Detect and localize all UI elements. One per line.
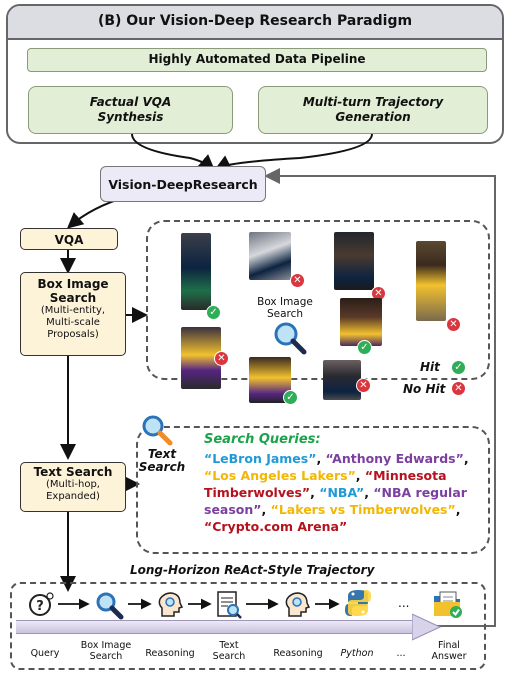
center-label-line1: Box Image	[257, 296, 313, 308]
magnifier-icon	[274, 322, 307, 355]
vqa-label: VQA	[54, 233, 84, 247]
step-label-text: Final	[438, 640, 460, 651]
search-query: “Minnesota Timberwolves”	[204, 468, 447, 500]
text-search-node: Text Search (Multi-hop, Expanded)	[20, 462, 126, 512]
text-search-icon-label: Text Search	[137, 448, 187, 474]
hit-badge: ✓	[357, 340, 372, 355]
step-label-text: Search	[89, 651, 123, 662]
box-search-title-1: Box Image	[37, 277, 109, 291]
magnifier-icon	[94, 590, 124, 620]
timeline-arrow-head	[412, 613, 442, 641]
hit-badge: ✓	[283, 390, 298, 405]
miss-badge: ✕	[290, 273, 305, 288]
legend-hit-label: Hit	[420, 360, 440, 374]
text-search-sub-2: Expanded)	[46, 491, 100, 502]
step-label-text: Text	[219, 640, 239, 651]
svg-text:?: ?	[36, 599, 44, 614]
search-query: “NBA regular season”	[204, 485, 467, 517]
icon-label-line2: Search	[138, 460, 186, 474]
step-label-text: Search	[212, 651, 246, 662]
timeline-arrow	[16, 620, 418, 634]
text-search-sub-1: (Multi-hop,	[46, 479, 100, 490]
trajectory-gen-line2: Generation	[335, 110, 411, 124]
step-label-text: Reasoning	[145, 648, 195, 659]
trajectory-title: Long-Horizon ReAct-Style Trajectory	[130, 563, 375, 577]
python-icon	[344, 588, 372, 618]
search-query: “Crypto.com Arena”	[204, 519, 348, 534]
player-thumbnail	[416, 241, 446, 321]
box-search-sub-1: (Multi-entity,	[40, 305, 106, 316]
query-separator: ,	[455, 502, 461, 517]
box-search-title-2: Search	[49, 291, 97, 305]
factual-vqa-line2: Synthesis	[97, 110, 164, 124]
miss-badge: ✕	[446, 317, 461, 332]
trajectory-gen-line1: Multi-turn Trajectory	[302, 95, 444, 109]
step-arrows	[58, 598, 340, 610]
step-label-reasoning: Reasoning	[140, 648, 200, 659]
player-thumbnail	[181, 233, 211, 310]
query-separator: ,	[316, 451, 326, 466]
search-queries-list: “LeBron James”, “Anthony Edwards”, “Los …	[204, 450, 482, 535]
hit-badge: ✓	[206, 305, 221, 320]
search-query: “Anthony Edwards”	[325, 451, 464, 466]
step-label-ellipsis: ...	[386, 648, 416, 659]
box-image-search-node: Box Image Search (Multi-entity, Multi-sc…	[20, 272, 126, 356]
ellipsis-step-icon: ...	[398, 596, 410, 610]
legend-hit-badge: ✓	[451, 360, 466, 375]
step-label-text: Query	[30, 648, 60, 659]
data-pipeline-box: Highly Automated Data Pipeline	[27, 48, 487, 72]
box-search-sub-3: Proposals)	[47, 329, 99, 340]
image-results-panel	[146, 220, 490, 380]
step-label-text: Box Image	[80, 640, 132, 651]
search-query: “LeBron James”	[204, 451, 317, 466]
center-label-line2: Search	[266, 308, 304, 320]
player-thumbnail	[249, 232, 291, 280]
player-thumbnail	[334, 232, 374, 290]
step-label-final-answer: Final Answer	[422, 640, 476, 662]
final-answer-icon	[432, 588, 464, 620]
query-separator: ,	[261, 502, 271, 517]
query-separator: ,	[310, 485, 320, 500]
search-query: “Los Angeles Lakers”	[204, 468, 356, 483]
step-label-box-image-search: Box Image Search	[76, 640, 136, 662]
icon-label-line1: Text	[147, 447, 177, 461]
reasoning-head-icon	[156, 592, 184, 618]
trajectory-panel	[10, 582, 486, 670]
step-label-text: Python	[340, 648, 374, 659]
step-label-text-search: Text Search	[204, 640, 254, 662]
box-image-search-center-label: Box Image Search	[245, 296, 325, 320]
step-label-text: Reasoning	[273, 648, 323, 659]
search-query: “NBA”	[319, 485, 365, 500]
query-separator: ,	[364, 485, 374, 500]
search-magnifier-icon	[142, 415, 173, 446]
reasoning-head-icon	[283, 592, 311, 618]
vqa-node: VQA	[20, 228, 118, 250]
legend-miss-badge: ✕	[451, 381, 466, 396]
legend-nohit-label: No Hit	[403, 382, 446, 396]
step-label-reasoning: Reasoning	[268, 648, 328, 659]
query-separator: ,	[463, 451, 469, 466]
step-label-python: Python	[332, 648, 382, 659]
player-thumbnail	[340, 298, 382, 346]
factual-vqa-line1: Factual VQA	[89, 95, 172, 109]
text-search-title: Text Search	[33, 465, 113, 479]
player-thumbnail	[323, 360, 361, 400]
step-label-query: Query	[18, 648, 72, 659]
miss-badge: ✕	[214, 351, 229, 366]
query-icon: ?	[28, 592, 54, 618]
miss-badge: ✕	[356, 378, 371, 393]
box-search-sub-2: Multi-scale	[46, 317, 100, 328]
search-queries-title: Search Queries:	[204, 432, 321, 447]
vision-deepresearch-node: Vision-DeepResearch	[100, 166, 266, 202]
search-query: “Lakers vs Timberwolves”	[270, 502, 456, 517]
search-queries-panel	[136, 426, 490, 554]
step-label-text: Answer	[431, 651, 467, 662]
query-separator: ,	[355, 468, 365, 483]
document-search-icon	[216, 590, 242, 620]
step-label-text: ...	[396, 648, 406, 659]
panel-title: (B) Our Vision-Deep Research Paradigm	[8, 6, 502, 40]
